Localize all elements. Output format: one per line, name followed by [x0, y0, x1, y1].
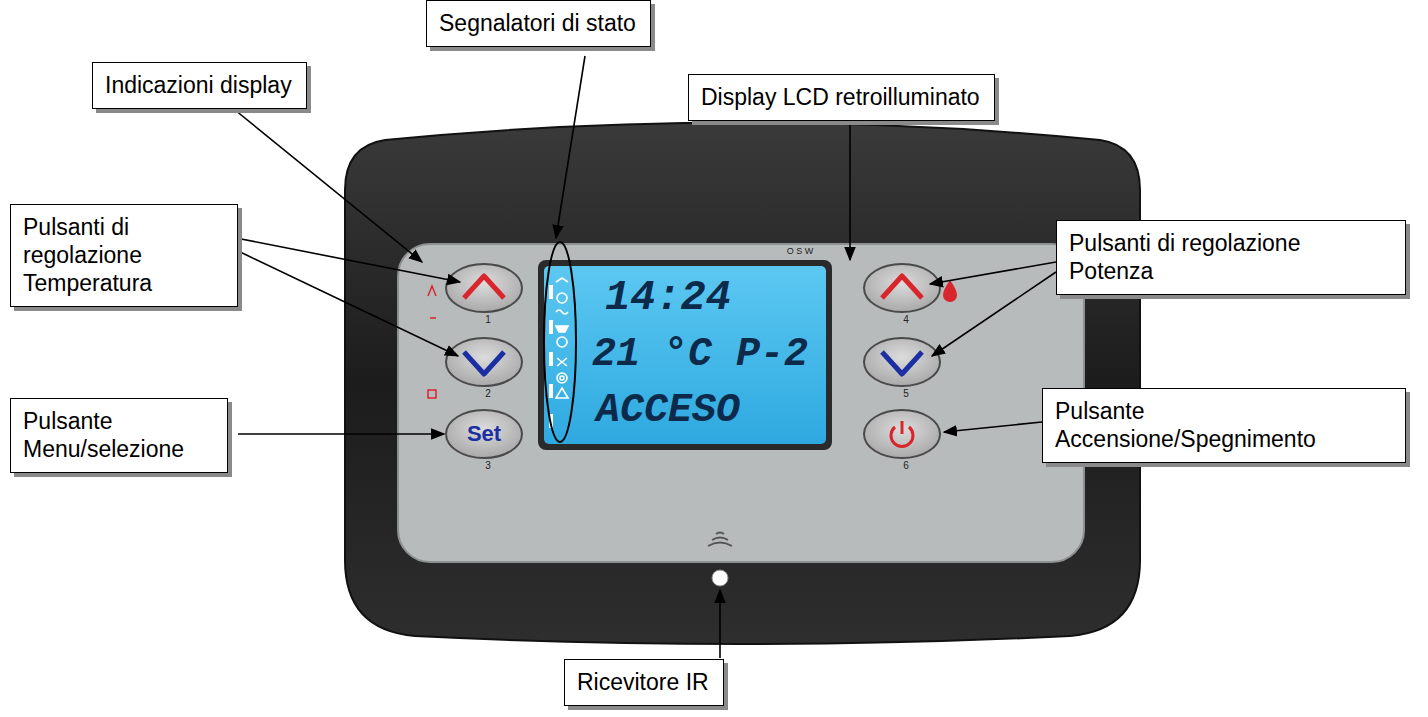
callout-box: Pulsanti di regolazione Temperatura [10, 204, 238, 307]
button-number: 6 [903, 460, 909, 471]
callout-box: Pulsante Accensione/Spegnimento [1042, 388, 1406, 463]
callout-text: Indicazioni display [105, 71, 294, 99]
status-symbols [556, 278, 568, 398]
callout-text: Segnalatori di stato [439, 9, 638, 37]
mode-letters: O S W [787, 246, 814, 256]
button-number: 4 [903, 314, 909, 325]
button-number: 3 [485, 460, 491, 471]
callout-box: Segnalatori di stato [426, 0, 651, 47]
leader-lines [235, 56, 1056, 658]
callout-text: Pulsanti di regolazione Temperatura [23, 213, 223, 297]
lcd-frame [538, 260, 832, 450]
callout-text: Pulsante Accensione/Spegnimento [1055, 397, 1355, 453]
status-outline [544, 242, 576, 442]
button-label: Set [467, 421, 501, 447]
callout-box: Ricevitore IR [564, 659, 724, 706]
lcd-temperature-power: 21 °C P-2 [592, 332, 808, 377]
front-panel [398, 244, 1084, 562]
housing [345, 123, 1140, 645]
callout-text: Display LCD retroilluminato [701, 83, 982, 111]
lcd-time: 14:24 [605, 274, 731, 322]
ir-receiver [708, 533, 732, 587]
lcd-screen [544, 266, 826, 444]
lcd-status: ACCESO [596, 388, 740, 433]
callout-box: Pulsanti di regolazione Potenza [1056, 220, 1406, 295]
button-number: 2 [485, 388, 491, 399]
left-buttons [428, 264, 522, 458]
callout-box: Pulsante Menu/selezione [10, 398, 228, 473]
callout-box: Indicazioni display [92, 62, 307, 109]
callout-text: Pulsanti di regolazione Potenza [1069, 229, 1369, 285]
callout-text: Pulsante Menu/selezione [23, 407, 213, 463]
callout-text: Ricevitore IR [577, 668, 711, 696]
callout-box: Display LCD retroilluminato [688, 74, 995, 121]
button-number: 1 [485, 314, 491, 325]
right-buttons [864, 264, 957, 458]
status-icons [549, 285, 553, 428]
button-number: 5 [903, 388, 909, 399]
